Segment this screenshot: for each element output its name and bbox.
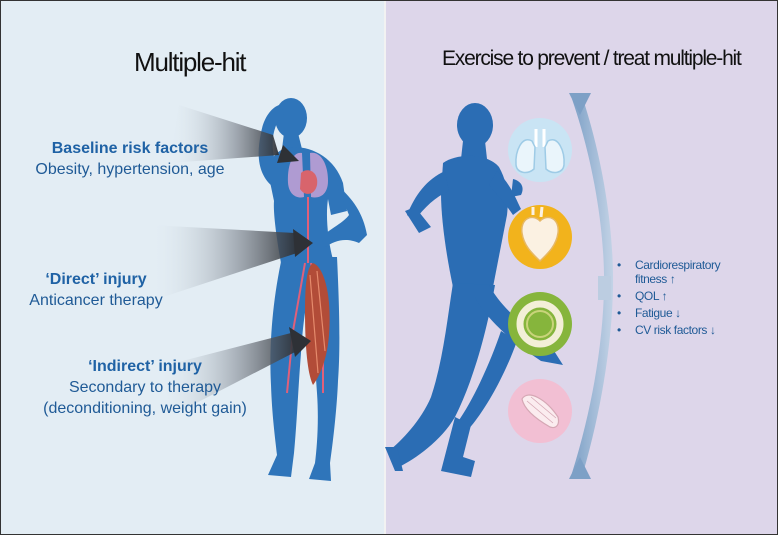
risk-factor-detail: Anticancer therapy <box>29 292 163 309</box>
benefit-item: • Fatigue ↓ <box>617 306 720 320</box>
risk-factor-detail-extra: (deconditioning, weight gain) <box>43 400 247 417</box>
risk-factor-heading: ‘Indirect’ injury <box>88 358 202 375</box>
benefit-text-continued: fitness ↑ <box>635 272 676 286</box>
bullet-icon: • <box>617 306 621 320</box>
panel-divider <box>384 1 386 534</box>
benefit-text: CV risk factors ↓ <box>635 323 716 337</box>
risk-factor-heading: ‘Direct’ injury <box>45 271 147 288</box>
left-panel-title: Multiple-hit <box>134 47 247 77</box>
bullet-icon: • <box>617 289 621 303</box>
benefits-list: • Cardiorespiratory fitness ↑ • QOL ↑ • … <box>617 258 721 337</box>
benefit-item: • CV risk factors ↓ <box>617 323 720 337</box>
risk-factor-indirect: ‘Indirect’ injury Secondary to therapy (… <box>23 356 267 419</box>
muscle-icon <box>508 379 572 443</box>
benefit-item: • Cardiorespiratory fitness ↑ <box>617 258 721 286</box>
bullet-icon: • <box>617 258 621 272</box>
benefit-text: Cardiorespiratory <box>635 258 721 272</box>
figure-organs <box>286 152 330 394</box>
benefit-item: • QOL ↑ <box>617 289 720 303</box>
risk-factor-heading: Baseline risk factors <box>51 140 209 157</box>
bullet-icon: • <box>617 323 621 337</box>
risk-factor-direct: ‘Direct’ injury Anticancer therapy <box>19 269 173 311</box>
risk-factor-detail: Obesity, hypertension, age <box>35 161 225 178</box>
right-panel-title: Exercise to prevent / treat multiple-hit <box>442 47 742 70</box>
benefit-text: Fatigue ↓ <box>635 306 681 320</box>
heart-icon <box>508 205 572 269</box>
artery-icon <box>508 292 572 356</box>
risk-factor-detail: Secondary to therapy <box>68 379 222 396</box>
benefit-bracket <box>569 93 614 479</box>
risk-factor-baseline: Baseline risk factors Obesity, hypertens… <box>19 138 241 180</box>
lungs-icon <box>508 118 572 182</box>
risk-arrows <box>151 105 313 415</box>
benefit-text: QOL ↑ <box>635 289 668 303</box>
